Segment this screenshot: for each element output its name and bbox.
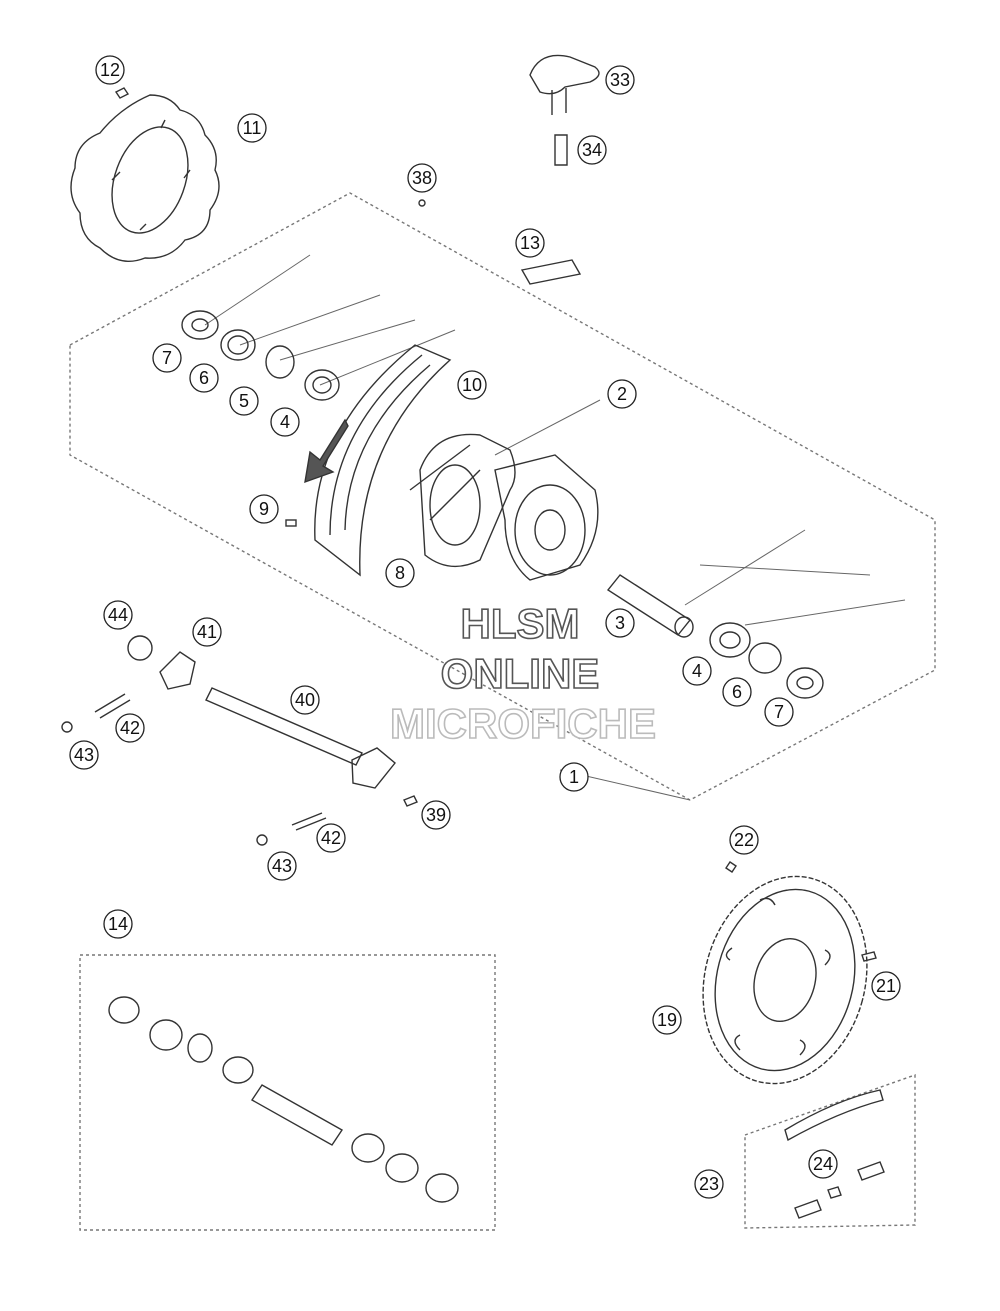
- svg-text:39: 39: [426, 805, 446, 825]
- svg-text:6: 6: [732, 682, 742, 702]
- svg-text:9: 9: [259, 499, 269, 519]
- callout-39: 39: [421, 800, 451, 830]
- right-bearing-stack: [709, 622, 824, 699]
- svg-text:41: 41: [197, 622, 217, 642]
- watermark-line-3: MICROFICHE: [390, 700, 656, 747]
- callout-7-left: 7: [152, 343, 182, 373]
- svg-text:10: 10: [462, 375, 482, 395]
- callout-13: 13: [515, 228, 545, 258]
- callout-43-top: 43: [69, 740, 99, 770]
- svg-text:23: 23: [699, 1174, 719, 1194]
- disc-bolt-part: [114, 87, 130, 99]
- svg-text:6: 6: [199, 368, 209, 388]
- callout-40: 40: [290, 685, 320, 715]
- chain-kit-box: [744, 1074, 916, 1229]
- callout-23: 23: [694, 1169, 724, 1199]
- rear-sprocket-part: [702, 875, 868, 1085]
- sprocket-nut-part: [725, 861, 737, 873]
- callout-5: 5: [229, 386, 259, 416]
- svg-text:19: 19: [657, 1010, 677, 1030]
- callout-24: 24: [808, 1149, 838, 1179]
- svg-text:4: 4: [692, 661, 702, 681]
- svg-text:42: 42: [120, 718, 140, 738]
- svg-text:33: 33: [610, 70, 630, 90]
- bearing-kit-box: [79, 954, 496, 1231]
- svg-text:13: 13: [520, 233, 540, 253]
- left-bearing-stack: [181, 310, 340, 401]
- svg-text:21: 21: [876, 976, 896, 996]
- callout-22: 22: [729, 825, 759, 855]
- axle-assembly-parts: [61, 635, 418, 846]
- nipple-part: [418, 199, 426, 207]
- svg-text:34: 34: [582, 140, 602, 160]
- callout-38: 38: [407, 163, 437, 193]
- callout-4-left: 4: [270, 407, 300, 437]
- callout-33: 33: [605, 65, 635, 95]
- wheel-assembly-outline: [69, 192, 936, 801]
- watermark: HLSM ONLINE MICROFICHE: [389, 599, 657, 748]
- callout-43-bottom: 43: [267, 851, 297, 881]
- watermark-line-1: HLSM: [461, 600, 580, 647]
- callout-11: 11: [237, 113, 267, 143]
- callout-14: 14: [103, 909, 133, 939]
- rim-tape-part: [520, 259, 582, 285]
- callout-21: 21: [871, 971, 901, 1001]
- rim-part: [314, 344, 452, 577]
- wheel-hub-part: [409, 433, 599, 581]
- callout-12: 12: [95, 55, 125, 85]
- callout-6-right: 6: [722, 677, 752, 707]
- svg-text:4: 4: [280, 412, 290, 432]
- tire-valve-part: [529, 54, 600, 166]
- svg-text:44: 44: [108, 605, 128, 625]
- svg-text:12: 12: [100, 60, 120, 80]
- callout-2: 2: [607, 379, 637, 409]
- svg-text:14: 14: [108, 914, 128, 934]
- watermark-line-2: ONLINE: [441, 650, 600, 697]
- callout-19: 19: [652, 1005, 682, 1035]
- svg-text:11: 11: [243, 118, 262, 138]
- callout-6-left: 6: [189, 363, 219, 393]
- callout-42-bottom: 42: [316, 823, 346, 853]
- svg-text:43: 43: [74, 745, 94, 765]
- svg-text:7: 7: [162, 348, 172, 368]
- svg-text:24: 24: [813, 1154, 833, 1174]
- callout-8: 8: [385, 558, 415, 588]
- svg-text:22: 22: [734, 830, 754, 850]
- svg-text:3: 3: [615, 613, 625, 633]
- callout-44: 44: [103, 600, 133, 630]
- svg-text:8: 8: [395, 563, 405, 583]
- svg-text:40: 40: [295, 690, 315, 710]
- svg-text:7: 7: [774, 702, 784, 722]
- callout-34: 34: [577, 135, 607, 165]
- spacer-part: [606, 574, 694, 638]
- callout-10: 10: [457, 370, 487, 400]
- callout-41: 41: [192, 617, 222, 647]
- svg-text:38: 38: [412, 168, 432, 188]
- callout-3: 3: [605, 608, 635, 638]
- svg-text:5: 5: [239, 391, 249, 411]
- svg-text:2: 2: [617, 384, 627, 404]
- svg-text:42: 42: [321, 828, 341, 848]
- svg-text:43: 43: [272, 856, 292, 876]
- spoke-nipple-part: [285, 519, 297, 527]
- callout-1: 1: [559, 762, 589, 792]
- callout-9: 9: [249, 494, 279, 524]
- svg-text:1: 1: [569, 767, 579, 787]
- rotation-arrow: [304, 418, 349, 484]
- callout-42-top: 42: [115, 713, 145, 743]
- brake-disc-part: [70, 94, 220, 262]
- callout-7-right: 7: [764, 697, 794, 727]
- callout-4-right: 4: [682, 656, 712, 686]
- sprocket-bolt-part: [861, 951, 877, 962]
